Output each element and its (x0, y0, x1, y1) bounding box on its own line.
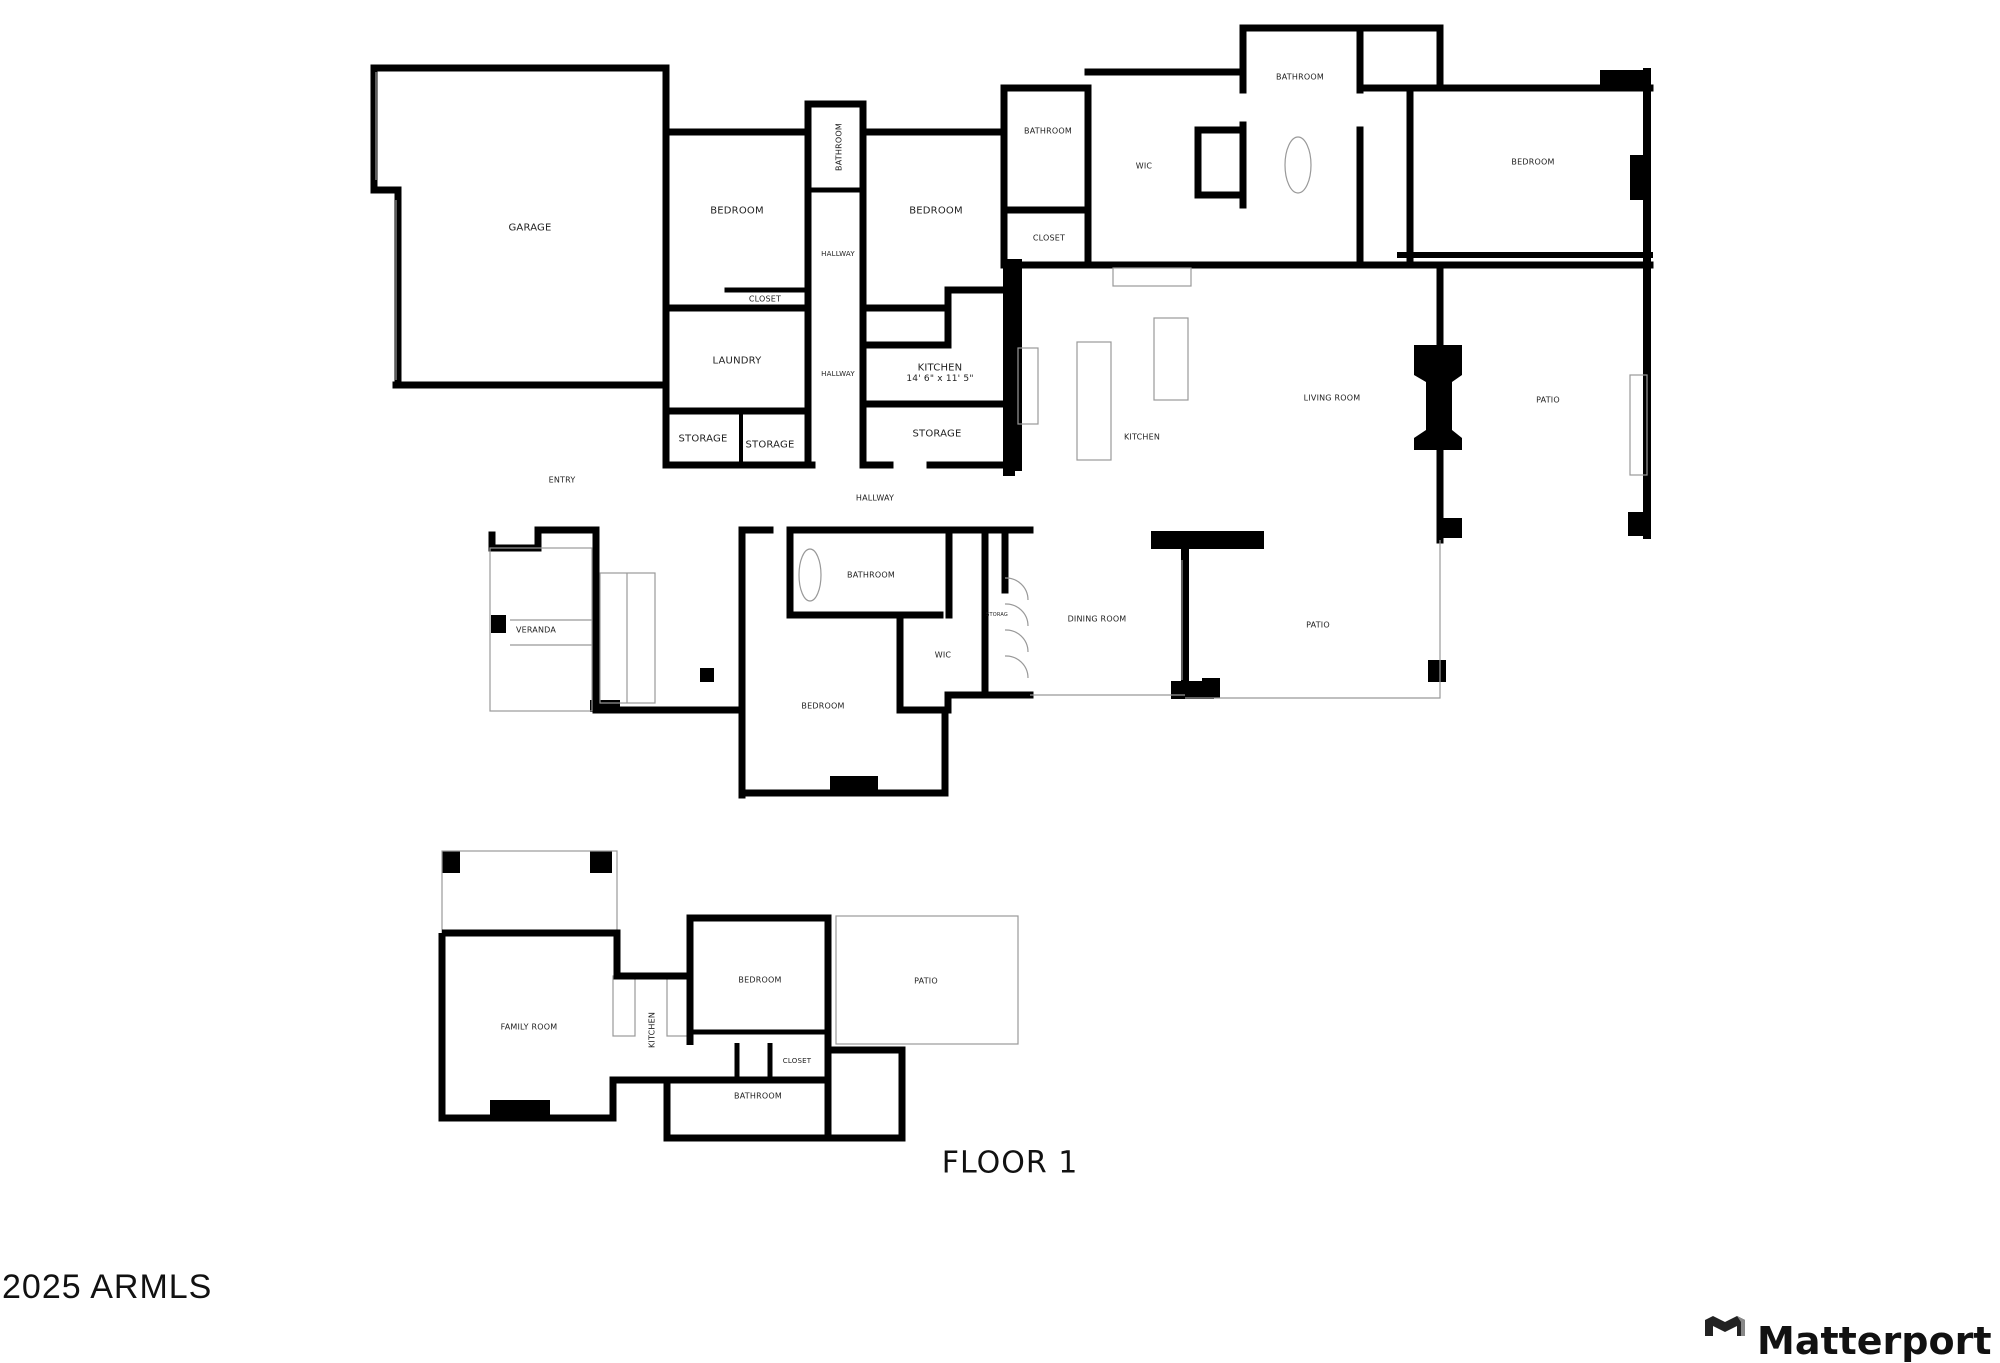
room-label-kitchen: KITCHEN (917, 362, 963, 374)
floor-title: FLOOR 1 (941, 1145, 1079, 1181)
room-label-bedroom: BEDROOM (801, 701, 845, 711)
room-label-hallway: HALLWAY (821, 370, 855, 378)
room-label-entry: ENTRY (548, 475, 576, 485)
room-label-storage: STORAGE (678, 433, 728, 445)
room-label-bedroom: BEDROOM (1511, 157, 1555, 167)
room-label-hallway: HALLWAY (821, 250, 855, 258)
room-label-veranda: VERANDA (515, 625, 557, 635)
room-label-storage: STORAGE (912, 428, 962, 440)
walls (370, 24, 1654, 799)
room-label-dining-room: DINING ROOM (1067, 614, 1127, 624)
room-label-kitchen: KITCHEN (647, 1011, 657, 1049)
room-label-bedroom: BEDROOM (909, 205, 963, 217)
room-label-bathroom: BATHROOM (1276, 72, 1324, 82)
room-label-kitchen: KITCHEN (1123, 432, 1161, 442)
floor-plan (370, 24, 1654, 1142)
guesthouse-walls (438, 914, 906, 1142)
room-label-bathroom: BATHROOM (734, 1091, 782, 1101)
room-label-patio: PATIO (914, 976, 938, 986)
room-label-garage: GARAGE (508, 222, 552, 234)
room-label-storage: STORAGE (745, 439, 795, 451)
matterport-icon (1705, 1316, 1745, 1336)
room-label-wic: WIC (1135, 161, 1153, 171)
room-dimensions: 14' 6" x 11' 5" (906, 374, 974, 384)
room-label-storage: STORAG (986, 612, 1008, 618)
columns-fireplaces (442, 70, 1650, 1116)
room-label-bedroom: BEDROOM (738, 975, 782, 985)
room-label-patio: PATIO (1306, 620, 1330, 630)
room-label-closet: CLOSET (748, 294, 782, 304)
copyright-text: 2025 ARMLS (2, 1268, 213, 1306)
room-label-bathroom: BATHROOM (1024, 126, 1072, 136)
room-label-bedroom: BEDROOM (710, 205, 764, 217)
matterport-logo: Matterport (1703, 1316, 1992, 1360)
room-label-family-room: FAMILY ROOM (500, 1022, 558, 1032)
room-label-closet: CLOSET (1032, 233, 1066, 243)
room-label-laundry: LAUNDRY (712, 355, 762, 367)
room-label-hallway: HALLWAY (855, 493, 895, 503)
room-label-patio: PATIO (1536, 395, 1560, 405)
room-label-living-room: LIVING ROOM (1303, 393, 1361, 403)
room-label-bathroom: BATHROOM (834, 123, 844, 171)
room-label-wic: WIC (934, 650, 952, 660)
fixtures (375, 72, 1648, 1045)
room-label-closet: CLOSET (782, 1057, 812, 1065)
brand-name: Matterport (1757, 1319, 1992, 1363)
room-label-bathroom: BATHROOM (847, 570, 895, 580)
